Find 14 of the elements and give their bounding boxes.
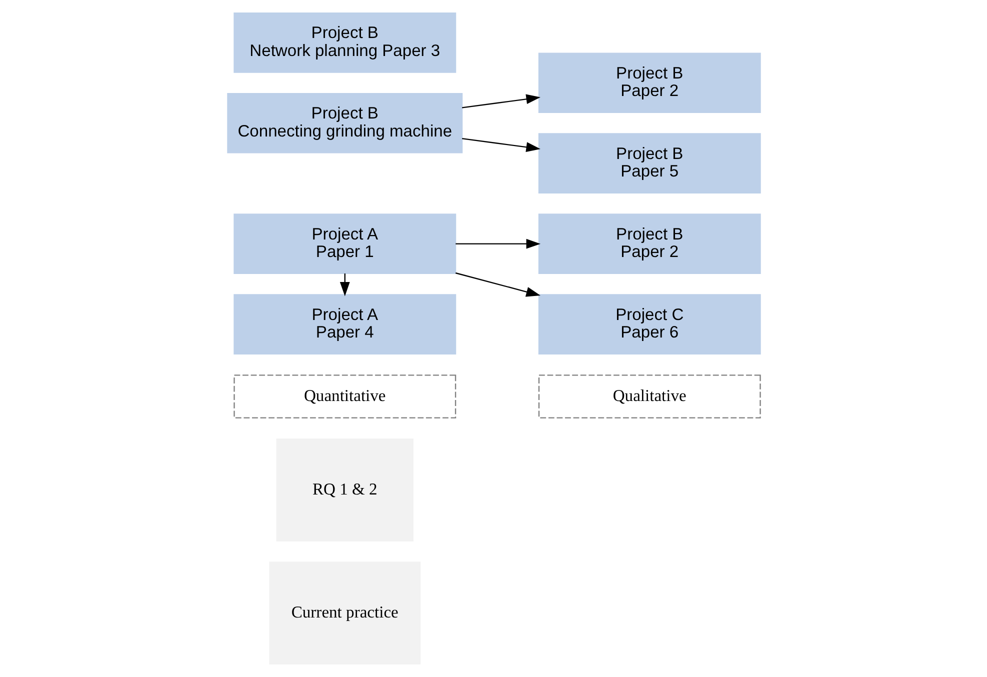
- arrow: [462, 94, 540, 108]
- node-box: Project C Paper 6: [538, 294, 760, 354]
- arrow: [462, 138, 540, 152]
- node-box: Project B Paper 5: [538, 133, 760, 194]
- node-box: Project B Network planning Paper 3: [233, 12, 456, 73]
- node-box: Project B Connecting grinding machine: [226, 92, 462, 154]
- node-box: Quantitative: [233, 374, 456, 418]
- node-box: Project B Paper 2: [538, 52, 760, 114]
- node-box: Project A Paper 1: [233, 214, 456, 274]
- node-box: Project A Paper 4: [233, 294, 456, 354]
- node-box: Project B Paper 2: [538, 214, 760, 274]
- arrow: [455, 272, 540, 297]
- node-box: Qualitative: [538, 374, 760, 418]
- arrow: [455, 238, 540, 249]
